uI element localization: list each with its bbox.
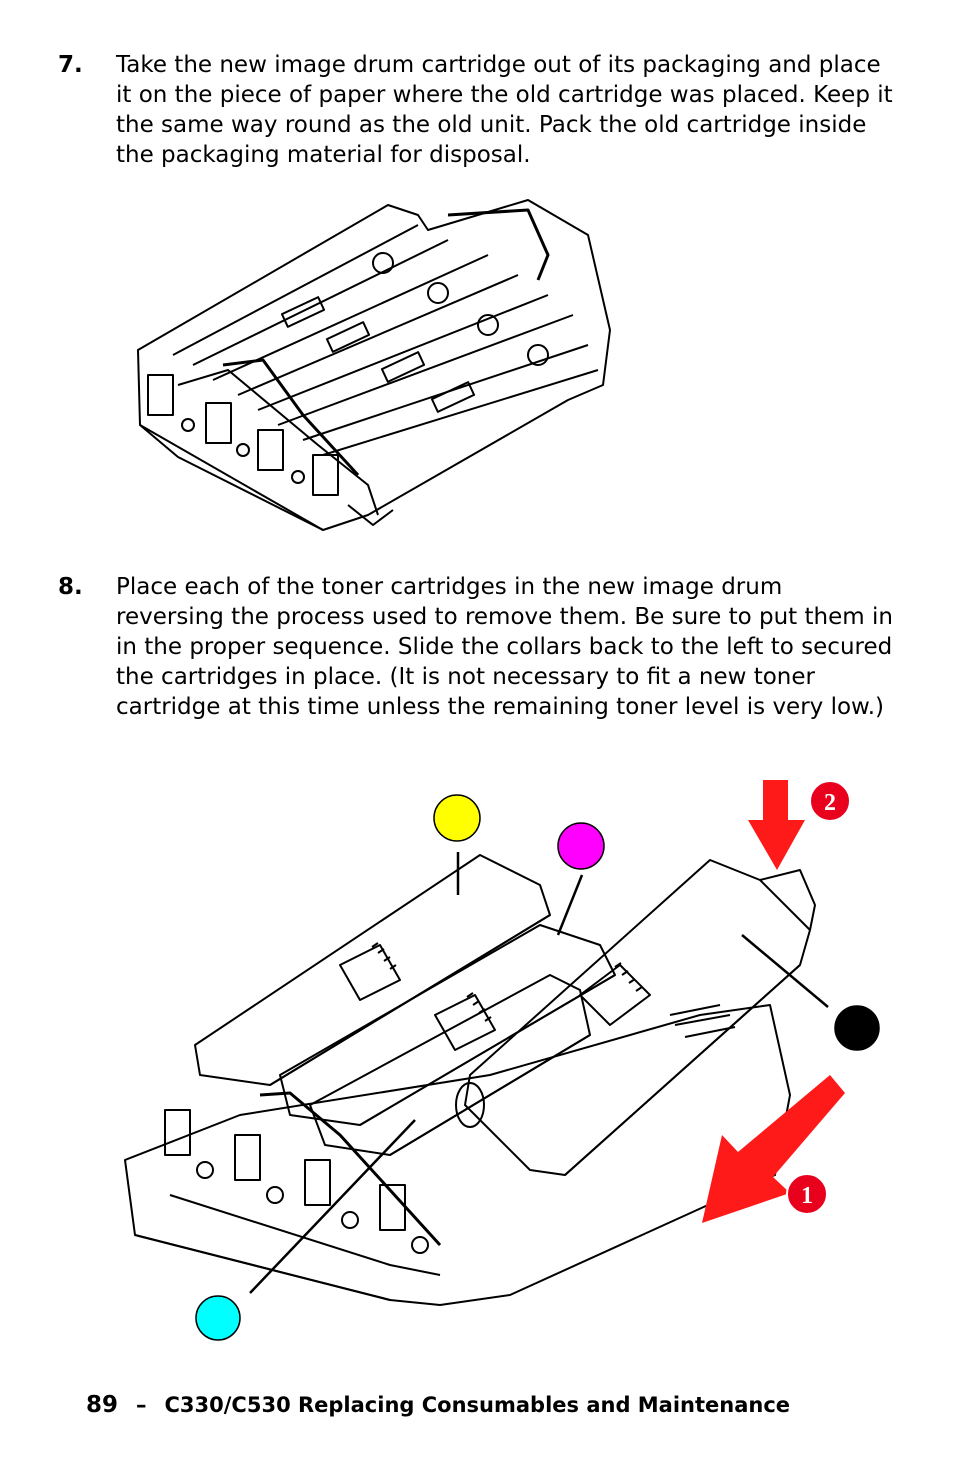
callout-2-label: 2 xyxy=(824,790,836,816)
step-instruction: Take the new image drum cartridge out of… xyxy=(116,52,893,168)
magenta-marker xyxy=(557,822,605,870)
toner-cartridge-magenta xyxy=(279,924,616,1126)
black-marker xyxy=(834,1005,880,1051)
step-instruction: Place each of the toner cartridges in th… xyxy=(116,574,893,720)
drum-tray xyxy=(124,1004,791,1306)
yellow-marker xyxy=(433,794,481,842)
callout-2-badge xyxy=(809,780,851,822)
image-drum-illustration xyxy=(118,185,628,545)
callout-1-label: 1 xyxy=(801,1183,813,1209)
step-number: 8. xyxy=(58,574,83,600)
footer-separator: – xyxy=(136,1393,147,1417)
document-title: C330/C530 Replacing Consumables and Main… xyxy=(164,1393,791,1417)
toner-cartridge-black xyxy=(455,859,816,1176)
cyan-marker xyxy=(195,1295,241,1341)
page-number: 89 xyxy=(86,1392,119,1418)
toner-cartridge-cyan xyxy=(309,974,591,1156)
arrow-down xyxy=(748,780,805,870)
page-footer: 89–C330/C530 Replacing Consumables and M… xyxy=(86,1390,790,1420)
step-number: 7. xyxy=(58,52,83,78)
arrow-diagonal xyxy=(702,1075,845,1223)
toner-install-illustration: 2 1 xyxy=(110,775,900,1355)
callout-1-badge xyxy=(786,1173,828,1215)
